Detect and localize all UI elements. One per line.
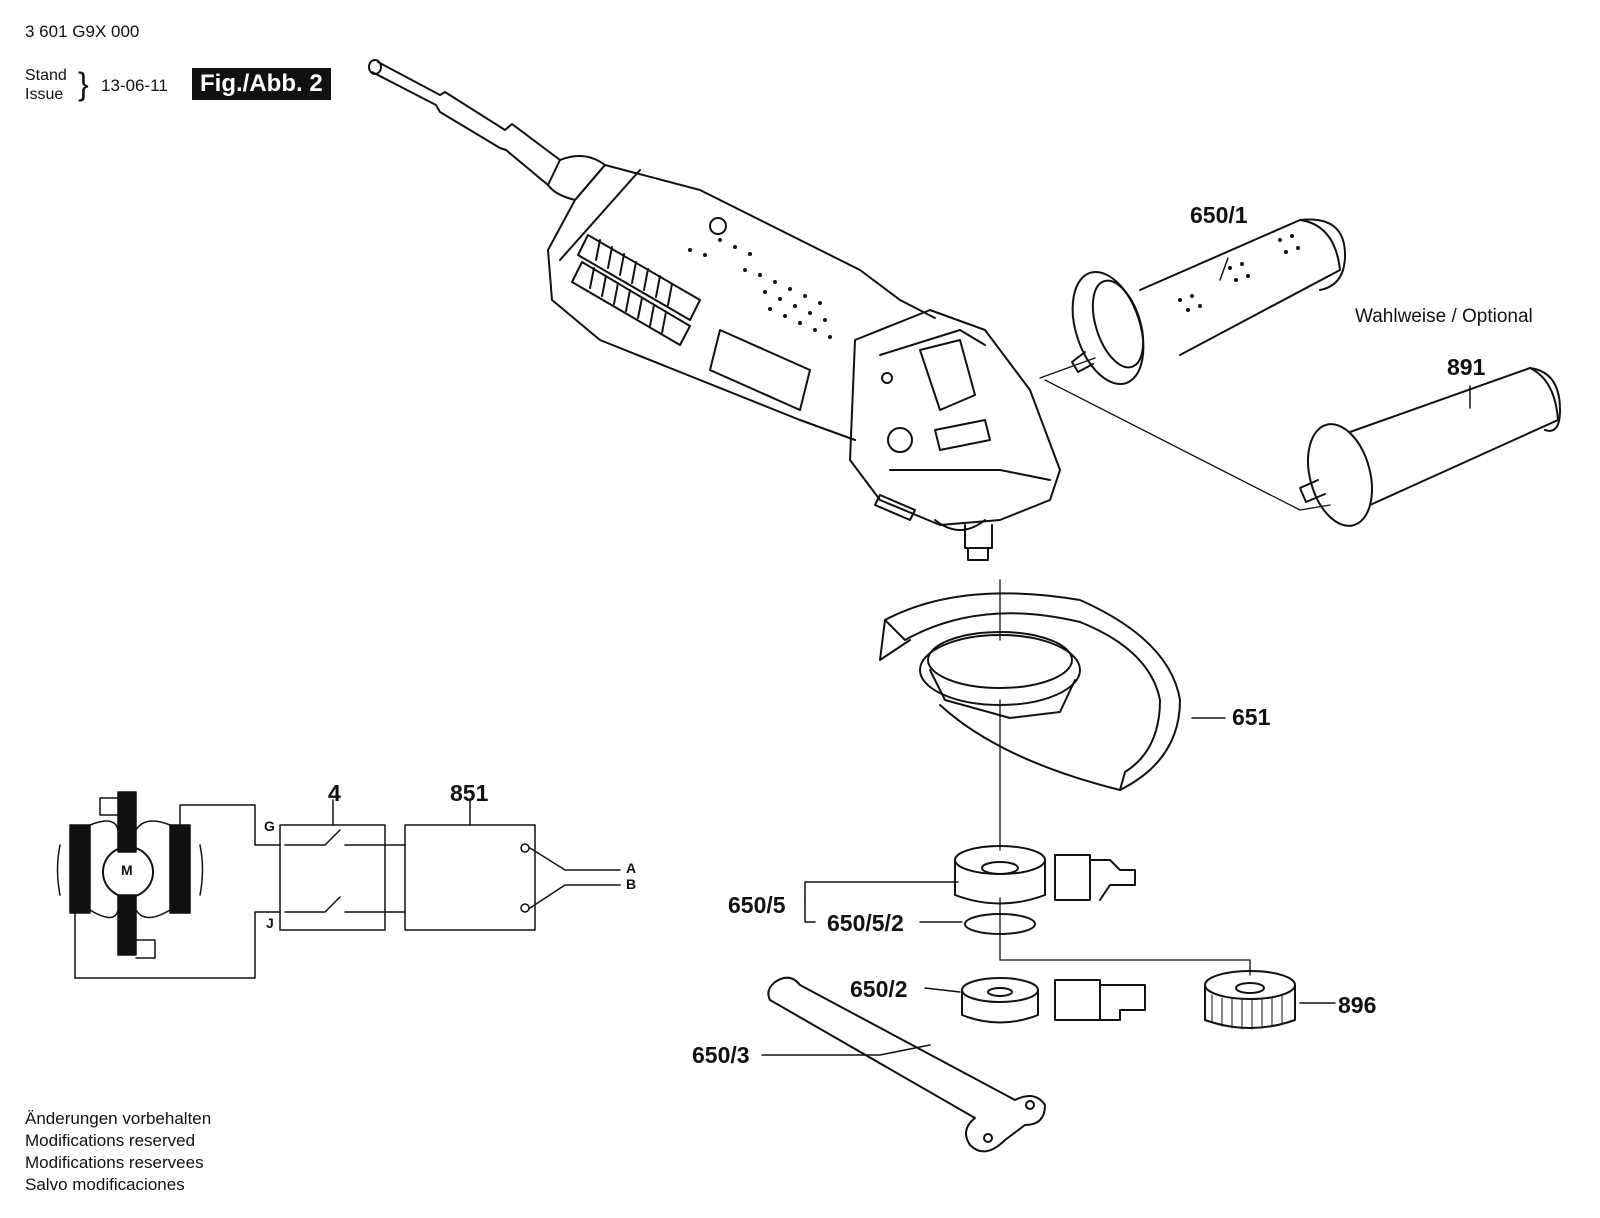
angle-grinder-body (547, 164, 1061, 561)
nut-650-2 (961, 977, 1146, 1024)
label-896: 896 (1338, 992, 1377, 1018)
aux-handle-650-1 (1071, 218, 1346, 386)
flange-650-5 (954, 845, 1136, 905)
label-650-1: 650/1 (1190, 202, 1248, 228)
wiring-diagram (56, 791, 621, 979)
footer-line: Modifications reserved (25, 1131, 196, 1150)
issue-date: 13-06-11 (101, 76, 168, 95)
figure-badge: Fig./Abb. 2 (192, 68, 331, 100)
oring-650-5-2 (964, 913, 1036, 935)
label-891: 891 (1447, 354, 1486, 380)
label-650-2: 650/2 (850, 976, 908, 1002)
label-4: 4 (328, 780, 341, 806)
handle-891 (1299, 367, 1561, 527)
spanner-650-3 (767, 976, 1046, 1153)
footer-line: Änderungen vorbehalten (25, 1109, 212, 1128)
guard-651 (879, 592, 1181, 791)
part-number: 3 601 G9X 000 (25, 22, 140, 41)
footer-notes: Änderungen vorbehalten Modifications res… (25, 1108, 211, 1196)
brace-symbol: } (78, 66, 89, 102)
explode-axis-lines (999, 357, 1331, 976)
motor-label: M (121, 862, 133, 878)
footer-line: Modifications reservees (25, 1153, 204, 1172)
label-650-3: 650/3 (692, 1042, 750, 1068)
stand-label: Stand (25, 67, 67, 84)
terminal-j: J (266, 915, 274, 931)
footer-line: Salvo modificaciones (25, 1175, 185, 1194)
label-650-5: 650/5 (728, 892, 786, 918)
power-cord (368, 59, 606, 201)
optional-note: Wahlweise / Optional (1355, 306, 1533, 327)
leader-lines (761, 257, 1471, 1056)
terminal-b: B (626, 876, 637, 892)
quick-nut-896 (1204, 970, 1296, 1030)
label-651: 651 (1232, 704, 1271, 730)
label-650-5-2: 650/5/2 (827, 910, 904, 936)
terminal-g: G (264, 818, 275, 834)
issue-label: Issue (25, 86, 64, 103)
label-851: 851 (450, 780, 489, 806)
terminal-a: A (626, 860, 637, 876)
